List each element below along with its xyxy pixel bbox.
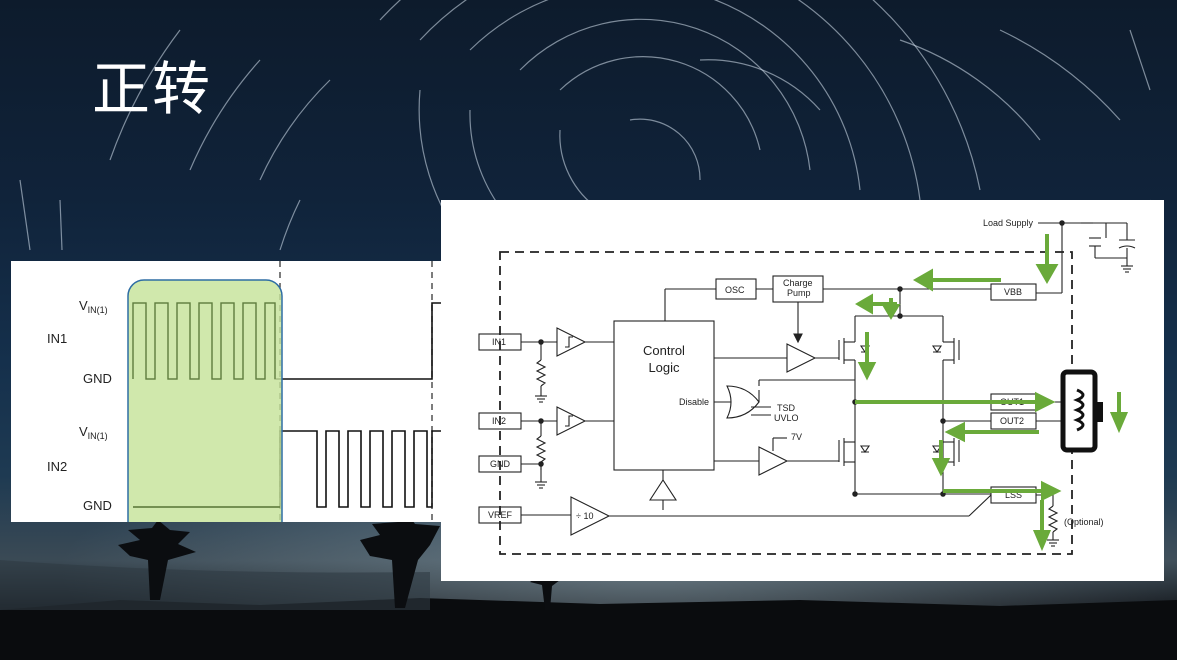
vbb-pin-label: VBB: [1004, 287, 1022, 297]
mosfet-low-left: [838, 438, 871, 466]
load-supply-label: Load Supply: [983, 218, 1034, 228]
timing-diagram-panel: VIN(1) IN1 GND VIN(1) IN2 GND: [11, 261, 443, 540]
control-label: Control: [643, 343, 685, 358]
pump-label: Pump: [787, 288, 811, 298]
disable-label: Disable: [679, 397, 709, 407]
tsd-label: TSD: [777, 403, 796, 413]
optional-label: (Optional): [1064, 517, 1104, 527]
current-path-arrows: [855, 234, 1129, 552]
vbb-pin: [990, 283, 1037, 301]
timing-diagram: VIN(1) IN1 GND VIN(1) IN2 GND: [47, 261, 443, 540]
motor-icon: [1036, 369, 1103, 453]
uvlo-label: UVLO: [774, 413, 799, 423]
in2-pin-label: IN2: [492, 416, 506, 426]
in2-label: IN2: [47, 459, 67, 474]
in2-waveform: [133, 430, 443, 508]
forward-phase-highlight: [127, 279, 283, 540]
vin1-label: VIN(1): [79, 298, 108, 315]
charge-label: Charge: [783, 278, 813, 288]
h-bridge-schematic: Load Supply OSC Charge Pump Disable TSD …: [478, 218, 1136, 555]
gnd1-label: GND: [83, 371, 112, 386]
gnd2-label: GND: [83, 498, 112, 513]
out2-pin-label: OUT2: [1000, 416, 1024, 426]
driver-schematic-panel: Load Supply OSC Charge Pump Disable TSD …: [441, 200, 1164, 581]
gnd-pin-label: GND: [490, 459, 511, 469]
in1-label: IN1: [47, 331, 67, 346]
divide-by-10-label: ÷ 10: [576, 511, 593, 521]
vref-pin-label: VREF: [488, 510, 513, 520]
mosfet-high-left: [838, 335, 871, 372]
osc-label: OSC: [725, 285, 745, 295]
control-logic-block: [613, 320, 715, 471]
7v-label: 7V: [791, 432, 802, 442]
slide-title: 正转: [92, 55, 213, 123]
logic-label: Logic: [648, 360, 680, 375]
lss-pin-label: LSS: [1005, 490, 1022, 500]
in1-pin-label: IN1: [492, 337, 506, 347]
vin2-label: VIN(1): [79, 424, 108, 441]
mosfet-high-right: [931, 335, 960, 372]
